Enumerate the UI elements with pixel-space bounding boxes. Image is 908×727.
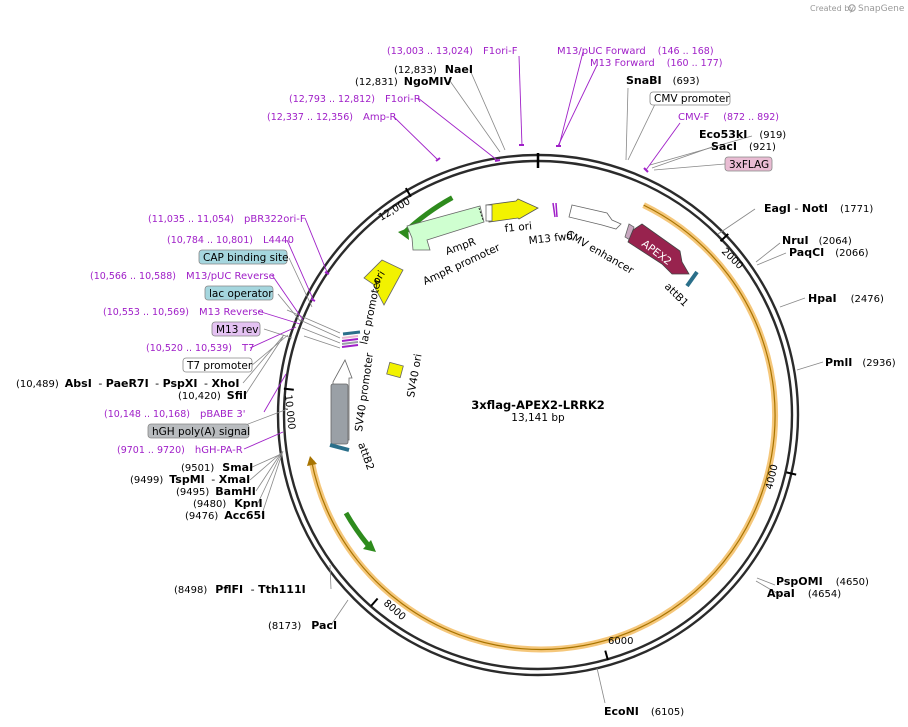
site-label-pspomi: PspOMI(4650) [776, 575, 869, 588]
primer-label-f1ori-f: (13,003 .. 13,024)F1ori-F [387, 46, 518, 57]
ori-feature [363, 259, 404, 306]
primer-marks [310, 144, 649, 302]
primer-label-pbr322ori-f: (11,035 .. 11,054)pBR322ori-F [148, 214, 306, 225]
primer-label-t7: (10,520 .. 10,539)T7 [146, 343, 254, 354]
m13-fwd-feature-a [552, 202, 556, 218]
m13-fwd-label: M13 fwd [528, 230, 574, 247]
site-label-eco53ki: Eco53kI(919) [699, 128, 786, 141]
boxed-label-3xflag: 3xFLAG [724, 156, 773, 172]
site-label-bamhi: (9495)BamHI [176, 485, 256, 498]
tick-label-12000: 12,000 [377, 196, 413, 223]
attb2-feature [329, 443, 350, 452]
site-label-paqci: PaqCI(2066) [789, 246, 869, 259]
tick-label-6000: 6000 [608, 636, 633, 647]
attb1-feature [685, 270, 699, 288]
boxed-label-cap-binding-site: CAP binding site [198, 249, 289, 265]
ampr-promoter-marker [478, 207, 484, 221]
site-label-saci: SacI(921) [711, 140, 776, 153]
snapgene-credit: Created by SnapGene [810, 4, 905, 14]
site-label-tspmi-xmai: (9499)TspMI - XmaI [130, 473, 250, 486]
svg-text:T7 promoter: T7 promoter [186, 360, 253, 372]
leader-lines [226, 69, 824, 704]
ampr-feature [406, 205, 485, 251]
primer-label-cmv-f: CMV-F(872 .. 892) [678, 112, 779, 123]
sv40-ori-label: SV40 ori [405, 353, 424, 399]
boxed-label-cmv-promoter: CMV promoter [649, 91, 731, 106]
site-label-acc65i: (9476)Acc65I [185, 509, 265, 522]
svg-text:CMV promoter: CMV promoter [654, 93, 730, 105]
site-label-econi: EcoNI(6105) [604, 705, 684, 718]
svg-text:M13 rev: M13 rev [216, 324, 259, 336]
attb2-label: attB2 [355, 441, 376, 472]
lac-feature-stack [341, 330, 361, 348]
site-label-kpni: (9480)KpnI [193, 497, 263, 510]
green-arrow-top-head [398, 228, 409, 240]
tick-4000 [786, 471, 797, 476]
svg-text:CAP binding site: CAP binding site [203, 252, 289, 264]
sv40-promoter-label: SV40 promoter [353, 352, 376, 433]
tick-12000 [404, 187, 412, 198]
boxed-label-hgh-polya-signal: hGH poly(A) signal [147, 423, 250, 439]
plasmid-length: 13,141 bp [511, 412, 565, 424]
boxed-label-lac-operator: lac operator [204, 285, 274, 301]
primer-label-m13-puc-forward: M13/pUC Forward(146 .. 168) [557, 46, 714, 57]
ampr-promoter-feature [485, 204, 493, 222]
primer-label-l4440: (10,784 .. 10,801)L4440 [167, 235, 294, 246]
site-label-naei: (12,833)NaeI [394, 63, 473, 76]
m13-fwd-feature-b [555, 202, 558, 218]
primer-label-m13-forward: M13 Forward(160 .. 177) [590, 58, 723, 69]
lac-promoter-label: lac promoter [358, 277, 384, 346]
primer-label-m13-reverse: (10,553 .. 10,569)M13 Reverse [103, 307, 264, 318]
site-label-smai: (9501)SmaI [181, 461, 253, 474]
site-label-snabi: SnaBI(693) [626, 74, 700, 87]
site-label-sfii: (10,420)SfiI [178, 389, 247, 402]
primer-label-pbabe3: (10,148 .. 10,168)pBABE 3' [104, 409, 246, 420]
apex2-feature [627, 223, 690, 275]
primer-label-hgh-pa-r: (9701 .. 9720)hGH-PA-R [117, 445, 243, 456]
tick-8000 [370, 597, 379, 607]
site-label-apai: ApaI(4654) [767, 587, 841, 600]
site-label-nrui: NruI(2064) [782, 234, 852, 247]
green-arrow-bottom-shaft [343, 511, 370, 547]
site-label-absi-xhoi: (10,489)AbsI - PaeR7I - PspXI - XhoI [16, 377, 239, 390]
tick-label-10000: 10,000 [282, 394, 297, 430]
boxed-label-m13-rev: M13 rev [211, 321, 261, 337]
primer-leader-lines [243, 51, 681, 450]
svg-text:hGH poly(A) signal: hGH poly(A) signal [152, 426, 250, 438]
credit-brand: SnapGene [858, 4, 905, 14]
tick-6000 [604, 650, 609, 661]
f1-ori-label: f1 ori [504, 220, 532, 235]
tick-10000 [283, 387, 294, 391]
lrrk2-cds-end-arrow [307, 456, 317, 466]
primer-label-f1ori-r: (12,793 .. 12,812)F1ori-R [289, 94, 421, 105]
site-label-pmli: PmlI(2936) [825, 356, 896, 369]
plasmid-name: 3xflag-APEX2-LRRK2 [471, 398, 605, 412]
boxed-label-t7-promoter: T7 promoter [182, 357, 253, 373]
f1-ori-feature [485, 198, 539, 223]
svg-text:lac operator: lac operator [209, 288, 273, 300]
site-label-eagi-noti: EagI - NotI(1771) [764, 202, 873, 215]
snapgene-logo-icon [848, 4, 856, 12]
green-arrow-bottom-head [363, 540, 376, 552]
svg-text:3xFLAG: 3xFLAG [729, 159, 769, 171]
credit-created-by: Created by [810, 4, 854, 13]
cmv-enhancer-feature [568, 204, 622, 230]
primer-label-amp-r: (12,337 .. 12,356)Amp-R [267, 112, 397, 123]
site-label-ngomiv: (12,831)NgoMIV [355, 75, 452, 88]
primer-label-m13-puc-reverse: (10,566 .. 10,588)M13/pUC Reverse [90, 271, 275, 282]
lrrk2-cds [308, 202, 779, 653]
tick-2000 [719, 233, 729, 242]
sv40-gray-feature [330, 383, 349, 445]
site-label-paci: (8173)PacI [268, 619, 337, 632]
site-label-pflfi-tth111i: (8498)PflFI - Tth111I [174, 583, 306, 596]
site-label-hpai: HpaI(2476) [808, 292, 884, 305]
sv40-ori-feature [386, 361, 404, 379]
